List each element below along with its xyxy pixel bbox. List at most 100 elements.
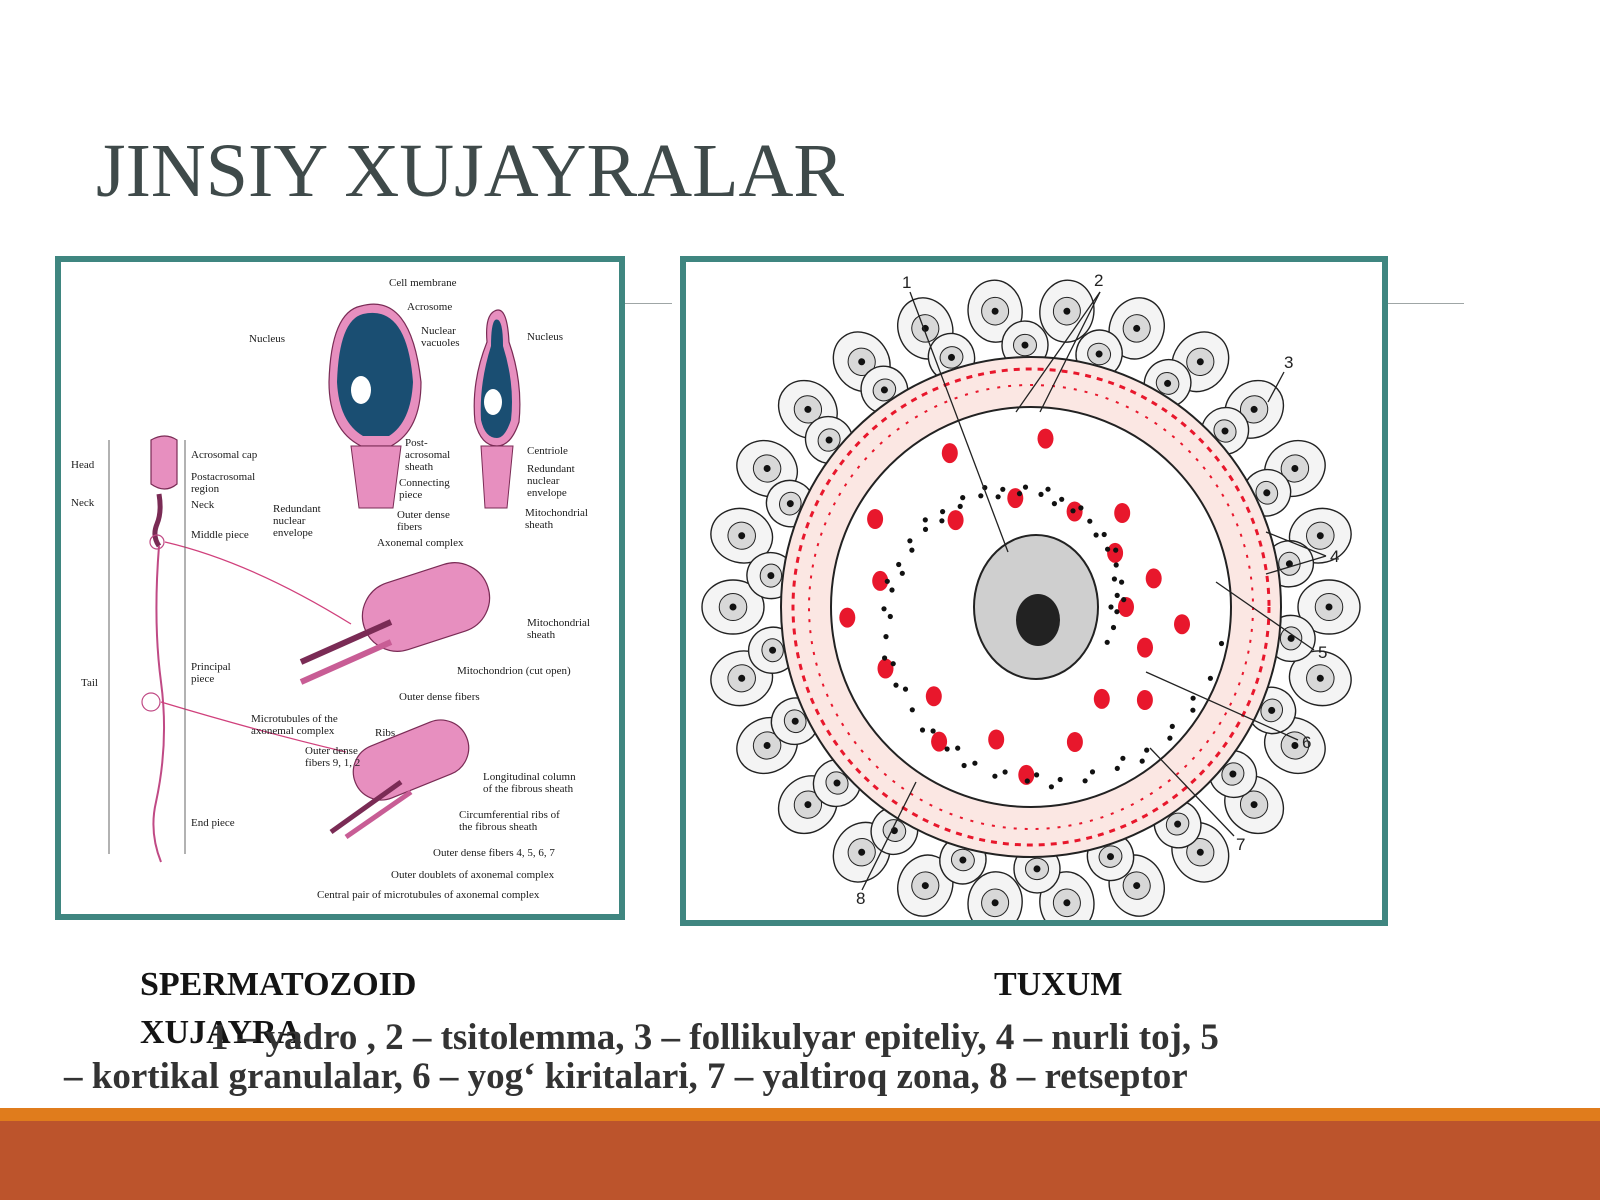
yolk-dot — [960, 495, 966, 501]
yolk-dot — [1057, 776, 1063, 783]
egg-legend-line-1: 1 – yadro , 2 – tsitolemma, 3 – follikul… — [210, 1017, 1219, 1058]
label-microtubules-2: axonemal complex — [251, 725, 335, 737]
yolk-dot — [1024, 778, 1030, 784]
yolk-dot — [1110, 624, 1117, 631]
yolk-dot — [1000, 486, 1006, 492]
caption-tuxum: TUXUM — [994, 966, 1123, 1003]
yolk-dot — [1089, 769, 1096, 775]
label-post-acro-2: acrosomal — [405, 449, 450, 461]
cortical-granule — [1118, 597, 1134, 617]
cortical-granule — [947, 510, 964, 531]
yolk-dot — [881, 606, 887, 612]
follicle-cell — [1288, 650, 1352, 707]
egg-number-6: 6 — [1302, 733, 1311, 752]
label-redundant-r3: envelope — [527, 487, 567, 499]
yolk-dot — [944, 746, 950, 752]
yolk-dot — [1059, 496, 1065, 502]
label-post-acro-3: sheath — [405, 461, 434, 473]
yolk-dot — [978, 493, 984, 499]
label-mitochondrion: Mitochondrion (cut open) — [457, 665, 571, 677]
cortical-granule — [1007, 488, 1024, 509]
yolk-dot — [961, 762, 967, 769]
footer-bar-rust — [0, 1121, 1600, 1200]
label-connecting-2: piece — [399, 489, 422, 501]
label-outer-doublets: Outer doublets of axonemal complex — [391, 869, 555, 881]
cortical-granules — [839, 428, 1225, 790]
yolk-dot — [1120, 755, 1126, 761]
title-divider-left — [612, 303, 672, 304]
yolk-dot — [1111, 576, 1117, 582]
follicle-cell — [710, 507, 774, 564]
label-mito-sheath-b1: Mitochondrial — [527, 617, 590, 629]
cortical-granule — [1137, 637, 1153, 658]
egg-number-2: 2 — [1094, 271, 1103, 290]
label-head: Head — [71, 459, 95, 471]
follicle-cell — [967, 871, 1023, 920]
label-acrosomal-cap: Acrosomal cap — [191, 449, 258, 461]
yolk-dot — [940, 509, 946, 515]
yolk-dot — [957, 503, 963, 509]
radial-stripes — [791, 367, 1271, 847]
cortical-granule — [839, 607, 856, 628]
yolk-dot — [1016, 491, 1023, 497]
egg-number-1: 1 — [902, 273, 911, 292]
label-postacrosomal-1: Postacrosomal — [191, 471, 255, 483]
follicle-cell — [1039, 871, 1095, 920]
yolk-dot — [1082, 778, 1088, 784]
yolk-dot — [972, 760, 978, 766]
cortical-granule — [1107, 542, 1124, 563]
cortical-granule — [1114, 503, 1131, 523]
caption-xujayra: XUJAYRA — [140, 1014, 302, 1051]
yolk-dot — [1119, 579, 1125, 585]
label-mito-sheath-1: Mitochondrial — [525, 507, 588, 519]
label-redundant-l1: Redundant — [273, 503, 321, 515]
egg-leader-lines — [861, 291, 1327, 891]
egg-number-7: 7 — [1236, 835, 1245, 854]
cortical-granule — [1037, 428, 1054, 449]
label-longitudinal-2: of the fibrous sheath — [483, 783, 574, 795]
yolk-dot — [995, 494, 1001, 500]
label-outer-dense-fibers: Outer dense fibers — [399, 691, 480, 703]
label-microtubules-1: Microtubules of the — [251, 713, 338, 725]
yolk-dot — [1022, 484, 1029, 490]
yolk-dot — [1108, 604, 1114, 610]
yolk-dot — [1139, 758, 1145, 764]
slide-title: JINSIY XUJAYRALAR — [96, 129, 845, 213]
follicle-cell — [897, 854, 954, 917]
label-end-piece: End piece — [191, 817, 235, 829]
label-circumferential-2: the fibrous sheath — [459, 821, 538, 833]
label-centriole: Centriole — [527, 445, 568, 457]
label-od-fibers-1: Outer dense — [305, 745, 358, 757]
egg-number-4: 4 — [1330, 547, 1339, 566]
yolk-dot — [882, 655, 888, 661]
yolk-dot — [1114, 592, 1120, 598]
yolk-dot — [899, 570, 905, 576]
follicle-cell — [1297, 579, 1361, 635]
label-post-acro-1: Post- — [405, 437, 428, 449]
yolk-dot — [884, 578, 890, 584]
label-redundant-l2: nuclear — [273, 515, 306, 527]
sperm-figure-frame: Cell membrane Acrosome Nucleus Nuclear v… — [55, 256, 625, 920]
yolk-dot — [922, 526, 929, 532]
label-mito-sheath-b2: sheath — [527, 629, 556, 641]
yolk-dot — [992, 773, 998, 779]
whole-sperm-drawing — [108, 435, 352, 863]
label-middle-piece: Middle piece — [191, 529, 249, 541]
yolk-dot — [1144, 747, 1150, 753]
egg-legend: 1 – yadro , 2 – tsitolemma, 3 – follikul… — [64, 1018, 1219, 1096]
yolk-dot — [1167, 735, 1173, 741]
egg-figure-frame: 1 2 3 4 5 6 7 8 — [680, 256, 1388, 926]
title-divider-right — [1384, 303, 1464, 304]
cortical-granule — [931, 731, 948, 752]
label-central-pair: Central pair of microtubules of axonemal… — [317, 889, 540, 901]
label-postacrosomal-2: region — [191, 483, 220, 495]
yolk-dot — [955, 745, 961, 751]
cortical-granule — [1018, 764, 1035, 785]
label-circumferential-1: Circumferential ribs of — [459, 809, 560, 821]
cortical-granule — [872, 570, 889, 591]
yolk-dot — [922, 517, 928, 523]
yolk-dot — [930, 728, 936, 734]
yolk-dot — [1113, 547, 1119, 553]
cortical-granule — [877, 658, 894, 679]
yolk-dot — [1218, 640, 1225, 647]
